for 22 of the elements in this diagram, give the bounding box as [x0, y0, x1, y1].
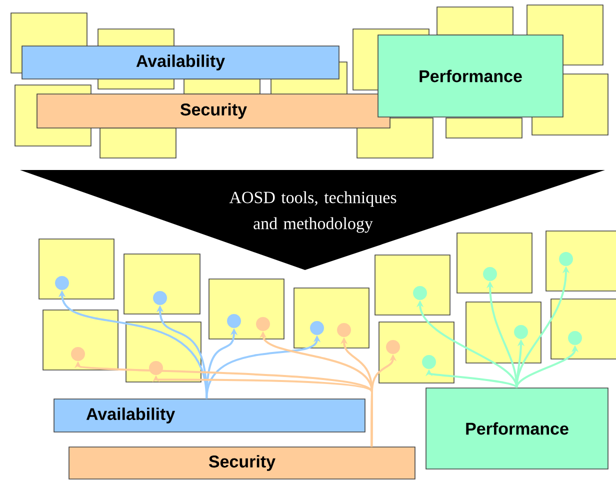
note-box — [546, 230, 616, 292]
concern-bar: Availability — [54, 398, 366, 432]
note-box — [550, 298, 616, 360]
note-box — [378, 322, 454, 384]
note-box — [446, 118, 522, 138]
funnel-triangle: AOSD tools, techniques and methodology — [20, 170, 605, 270]
note-box — [100, 128, 176, 158]
note-box — [124, 254, 200, 314]
concern-bar: Performance — [426, 388, 608, 470]
note-box — [38, 238, 114, 300]
note-box — [374, 254, 450, 316]
note-box — [294, 288, 370, 348]
note-box — [456, 232, 532, 294]
concern-bar: Security — [36, 94, 390, 128]
note-box — [184, 78, 260, 94]
note-box — [208, 278, 284, 340]
concern-bar: Performance — [378, 34, 564, 118]
concern-bar: Security — [68, 446, 416, 480]
note-box — [436, 6, 514, 36]
note-box — [466, 302, 542, 364]
note-box — [42, 310, 118, 370]
concern-bar: Availability — [22, 46, 340, 80]
